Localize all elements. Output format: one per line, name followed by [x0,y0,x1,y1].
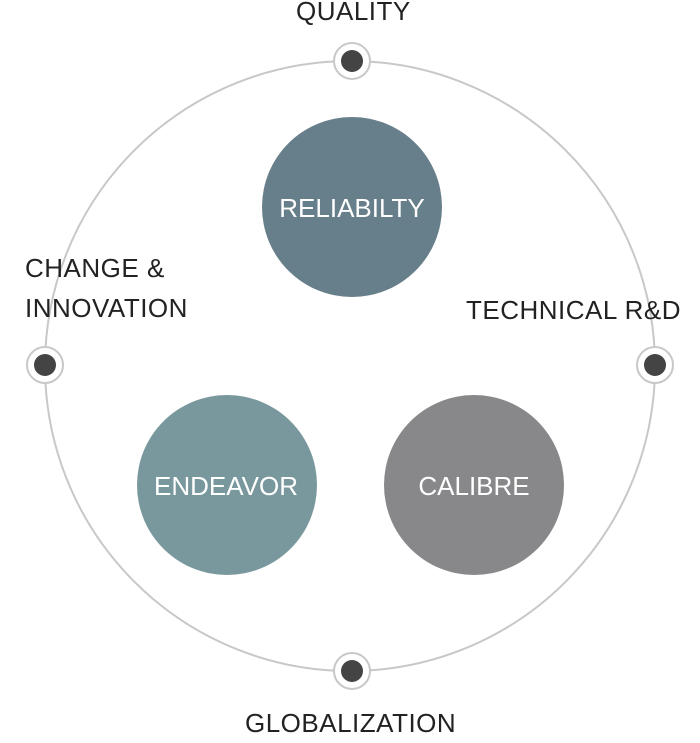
label-globalization: GLOBALIZATION [245,708,457,738]
orbit-node-left [26,346,64,384]
circle-endeavor-label: ENDEAVOR [154,471,298,501]
label-change-innovation-line1: CHANGE & [25,253,165,283]
label-change-innovation-line2: INNOVATION [25,293,188,323]
label-technical-rd: TECHNICAL R&D [466,295,682,325]
circle-endeavor: ENDEAVOR [137,395,317,575]
orbit-node-top [333,42,371,80]
circle-calibre-label: CALIBRE [418,471,529,501]
orbit-node-bottom [333,652,371,690]
circle-reliability: RELIABILTY [262,117,442,297]
label-quality: QUALITY [296,0,411,26]
orbit-node-right [636,346,674,384]
circle-calibre: CALIBRE [384,395,564,575]
circle-reliability-label: RELIABILTY [279,193,424,223]
